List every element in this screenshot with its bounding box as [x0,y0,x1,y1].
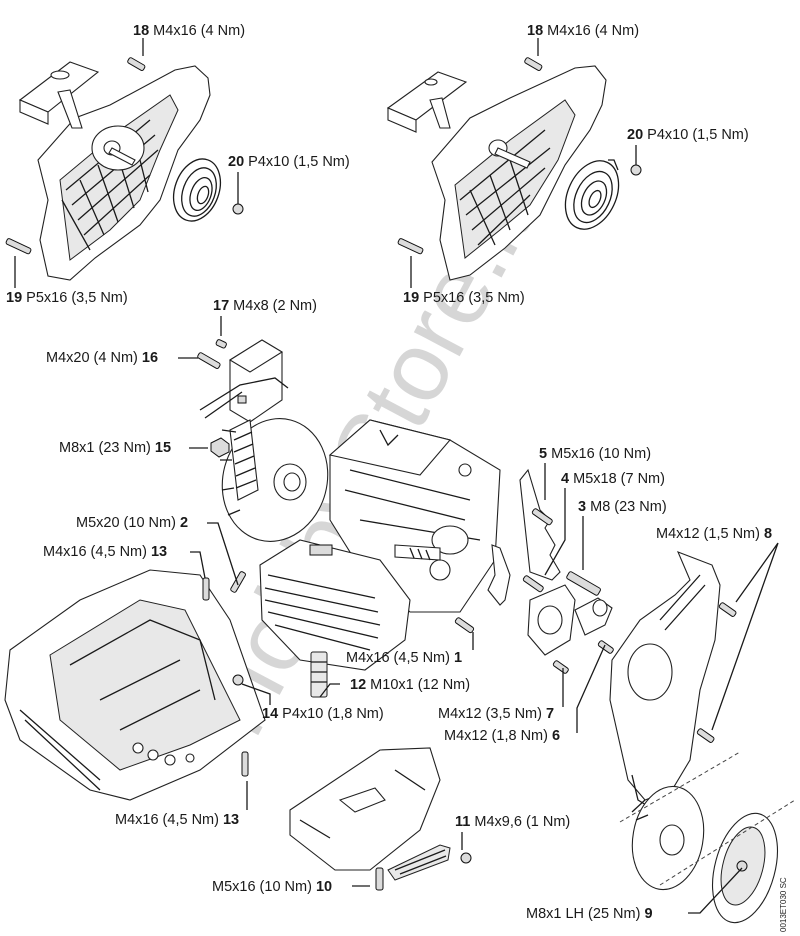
callout-11: 11 M4x9,6 (1 Nm) [455,814,571,830]
spark-arrest-screen [387,844,451,881]
callout-8: M4x12 (1,5 Nm) 8 [656,526,773,542]
drawing-code: 0013ET030 SC [779,877,788,932]
starter-cover-right [386,65,607,281]
oil-pump [527,584,613,656]
callout-14: 14 P4x10 (1,8 Nm) [262,706,384,722]
callout-13-upper: M4x16 (4,5 Nm) 13 [43,544,168,560]
callout-13-lower: M4x16 (4,5 Nm) 13 [115,812,240,828]
callout-17: 17 M4x8 (2 Nm) [213,298,317,314]
flywheel [220,418,329,542]
callout-2: M5x20 (10 Nm) 2 [76,515,189,531]
callout-16: M4x20 (4 Nm) 16 [46,350,159,366]
callout-19-left: 19 P5x16 (3,5 Nm) [6,290,128,306]
shroud-housing [4,569,266,801]
callout-15: M8x1 (23 Nm) 15 [59,440,172,456]
starter-cover-left [18,61,211,281]
chain-catcher [487,468,561,606]
muffler [289,747,441,871]
callout-4: 4 M5x18 (7 Nm) [561,471,665,487]
callout-20-left: 20 P4x10 (1,5 Nm) [228,154,350,170]
callout-18-left: 18 M4x16 (4 Nm) [133,23,246,39]
clutch-drum [631,785,705,891]
screws [5,57,737,891]
rewind-spring-left [172,158,222,222]
leader-lines [14,38,779,914]
spark-plug [310,651,328,698]
ignition-module [199,339,289,423]
callout-5: 5 M5x16 (10 Nm) [539,446,652,462]
clutch [712,812,778,924]
rewind-spring-right [564,159,620,230]
callout-6: M4x12 (1,8 Nm) 6 [444,728,561,744]
callout-10: M5x16 (10 Nm) 10 [212,879,333,895]
assembly-axis-lines [619,751,796,886]
callout-9: M8x1 LH (25 Nm) 9 [526,906,653,922]
cylinder [259,539,411,671]
callout-1: M4x16 (4,5 Nm) 1 [346,650,463,666]
callout-7: M4x12 (3,5 Nm) 7 [438,706,555,722]
callout-12: 12 M10x1 (12 Nm) [350,677,471,693]
callout-20-right: 20 P4x10 (1,5 Nm) [627,127,749,143]
callout-3: 3 M8 (23 Nm) [578,499,667,515]
callout-19-right: 19 P5x16 (3,5 Nm) [403,290,525,306]
chain-sprocket-cover [609,551,721,806]
callout-18-right: 18 M4x16 (4 Nm) [527,23,640,39]
